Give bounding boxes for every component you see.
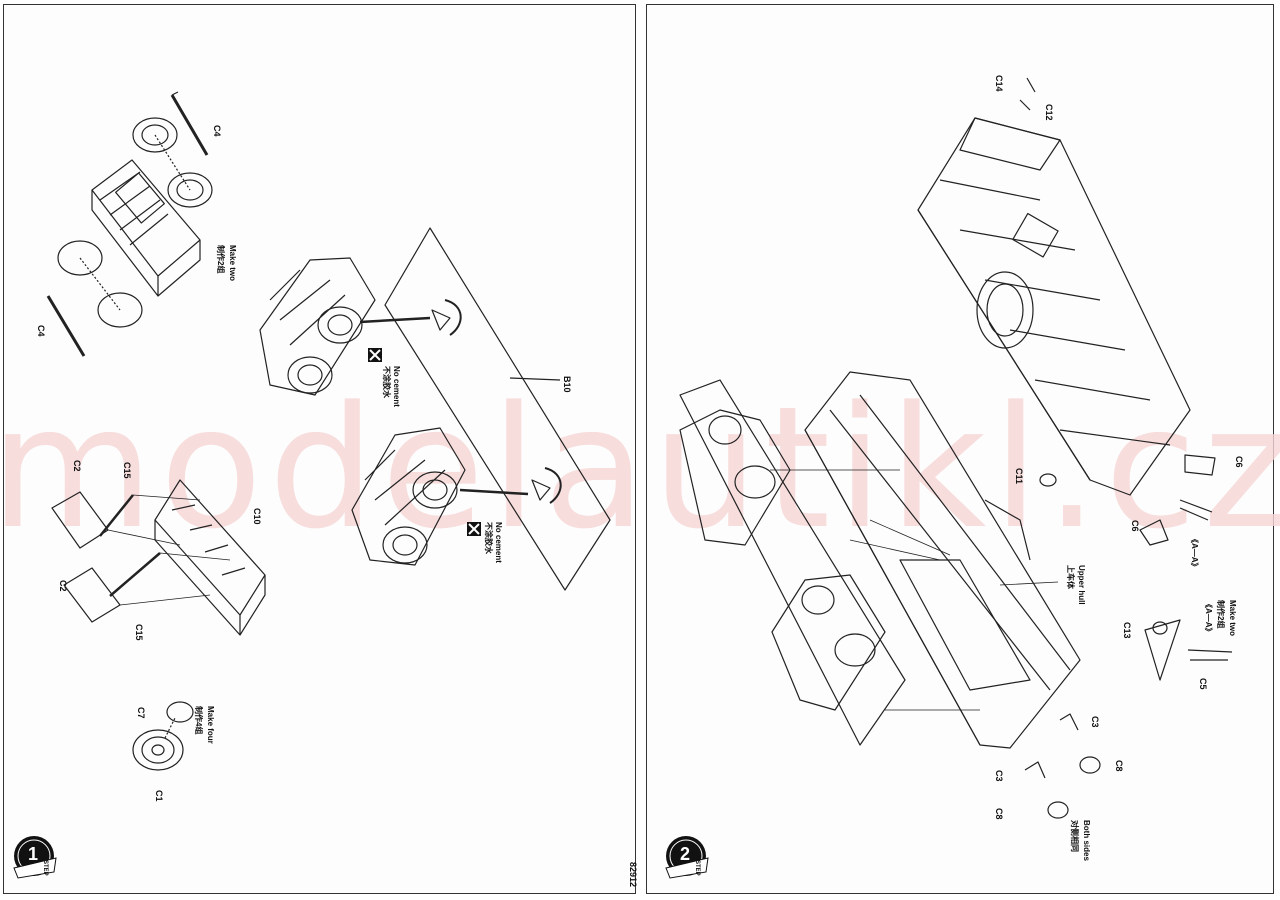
bogie-upper [259, 257, 462, 396]
step1-number: 1 [28, 844, 38, 864]
label-upper-hull-en: Upper hull [1077, 565, 1086, 605]
upper-hull-body [917, 77, 1191, 496]
label-c4-top: C4 [212, 125, 222, 137]
watermark-text: modelautikl.cz [0, 370, 1280, 566]
label-c6-mid: C6 [1130, 520, 1140, 532]
label-no-cement-cn: 不涂胶水 [382, 366, 392, 399]
label-c12: C12 [1044, 104, 1054, 121]
label-make-two-cn: 制作2组 [216, 245, 226, 273]
label-make-two-cn-2: 制作2组 [1216, 600, 1226, 628]
bogie-lower [351, 427, 562, 566]
label-c14: C14 [994, 75, 1004, 92]
label-make-four-cn: 制作4组 [194, 706, 204, 734]
label-c8-left: C8 [994, 808, 1004, 820]
step2-number: 2 [680, 844, 690, 864]
lower-hull-chassis [804, 371, 1081, 749]
label-c15-bottom: C15 [134, 624, 144, 641]
step2-badge: 2 STEP [665, 836, 709, 879]
label-c2-bottom: C2 [58, 580, 68, 592]
label-c3-right: C3 [1090, 716, 1100, 728]
label-c13: C13 [1122, 622, 1132, 639]
wheel-c1-assembly [132, 701, 194, 771]
label-c10: C10 [252, 508, 262, 525]
label-no-cement-en: No cement [392, 366, 401, 407]
label-no-cement-en-2: No cement [494, 522, 503, 563]
wheel-disc-right [97, 292, 143, 328]
label-c7: C7 [136, 707, 146, 719]
label-both-sides-en: Both sides [1082, 820, 1091, 861]
wheel-c4-right [167, 172, 213, 208]
instruction-page-right [646, 4, 1274, 894]
step1-word: STEP [42, 860, 48, 876]
label-make-two-en-2: Make two [1228, 600, 1237, 636]
label-c15-top: C15 [122, 462, 132, 479]
axle-box-assembly [46, 94, 213, 357]
label-c8-right: C8 [1114, 760, 1124, 772]
frame-c10 [51, 479, 266, 636]
catalog-number: 82912 [628, 862, 638, 887]
base-plate [679, 379, 906, 746]
label-c2-top: C2 [72, 460, 82, 472]
wheel-c4-top [132, 117, 178, 153]
label-no-cement-cn-2: 不涂胶水 [484, 522, 494, 555]
label-a-a-2: 《A—A》 [1204, 600, 1214, 636]
page-gutter [636, 0, 646, 900]
step1-badge: 1 STEP [13, 836, 57, 879]
step2-word: STEP [694, 860, 700, 876]
label-b10: B10 [562, 376, 572, 393]
small-parts-step2 [1024, 454, 1233, 819]
label-c4-left: C4 [36, 325, 46, 337]
label-c3-left: C3 [994, 770, 1004, 782]
instruction-page-left [3, 4, 636, 894]
part-c7 [166, 701, 194, 723]
label-make-two-en: Make two [228, 245, 237, 281]
label-c11: C11 [1014, 468, 1024, 484]
label-make-four-en: Make four [206, 706, 215, 744]
label-both-sides-cn: 对侧相同 [1070, 820, 1080, 852]
label-c1: C1 [154, 790, 164, 802]
wheel-disc-left [57, 240, 103, 276]
label-upper-hull-cn: 上车体 [1066, 565, 1076, 590]
label-a-a: 《A—A》 [1190, 535, 1200, 571]
floor-plate-b10 [384, 227, 611, 591]
label-c6-top: C6 [1234, 456, 1244, 468]
label-c5: C5 [1198, 678, 1208, 690]
